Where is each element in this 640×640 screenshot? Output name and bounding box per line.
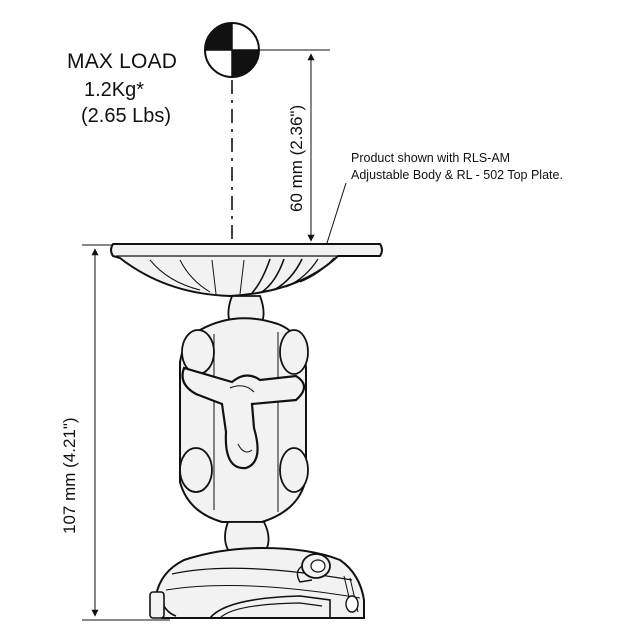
max-load-title: MAX LOAD [67, 50, 178, 73]
note-leader-line [326, 182, 347, 244]
center-of-gravity-icon [204, 22, 260, 78]
top-plate [110, 243, 383, 298]
top-height-label: 60 mm (2.36") [287, 104, 306, 212]
product-note-line-1: Product shown with RLS-AM [351, 151, 511, 165]
tension-knob [181, 366, 306, 470]
max-load-metric: 1.2Kg* [84, 79, 145, 101]
mounting-base [149, 546, 365, 619]
total-height-dimension [82, 244, 170, 621]
base-lock-knob [296, 553, 331, 583]
lower-ball-neck [224, 521, 270, 551]
total-height-label: 107 mm (4.21") [60, 417, 79, 534]
max-load-imperial: (2.65 Lbs) [81, 105, 172, 127]
product-note-line-2: Adjustable Body & RL - 502 Top Plate. [351, 168, 563, 182]
top-height-dimension [259, 49, 330, 242]
